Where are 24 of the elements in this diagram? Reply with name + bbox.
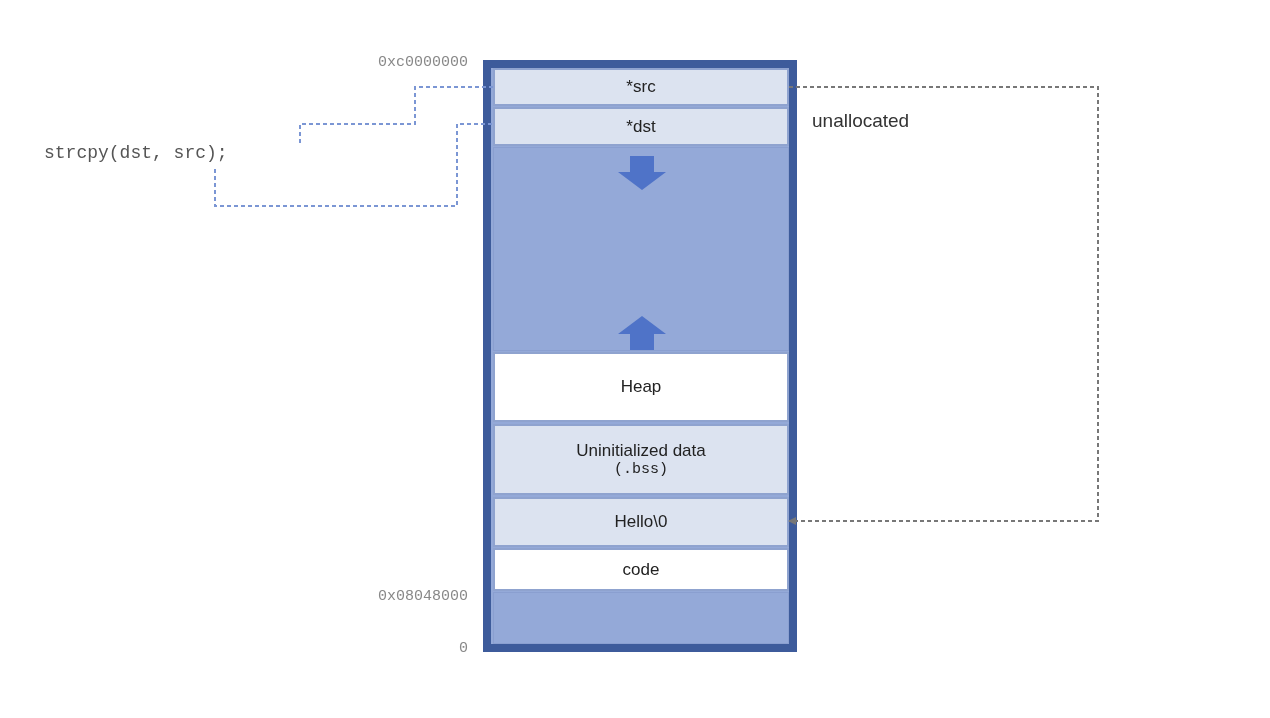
region-label: unallocated — [812, 110, 910, 132]
segment-label: (.bss) — [614, 461, 668, 478]
address-label: 0xc0000000 — [377, 54, 468, 71]
segment-label: *dst — [626, 116, 656, 137]
memory-region — [493, 592, 789, 644]
memory-segment — [493, 424, 789, 495]
memory-region — [493, 147, 789, 351]
segment-label: Heap — [620, 377, 662, 397]
memory-segment — [493, 107, 789, 146]
segment-label: *src — [626, 77, 656, 97]
memory-segment — [493, 497, 789, 547]
arrow — [788, 86, 1099, 525]
memory-segment — [493, 548, 789, 591]
address-label: 0 — [458, 640, 468, 657]
memory-segment — [493, 352, 789, 422]
address-label: 0x08048000 — [377, 588, 468, 605]
memory-segment — [493, 68, 789, 106]
segment-label: Uninitialized data — [576, 441, 706, 461]
segment-label: code — [622, 559, 660, 580]
leader-line — [299, 86, 494, 144]
leader-line — [214, 123, 494, 207]
code-text: strcpy(dst, src); — [44, 143, 316, 169]
memory-column — [483, 60, 797, 652]
segment-label: Hello\0 — [614, 512, 668, 532]
